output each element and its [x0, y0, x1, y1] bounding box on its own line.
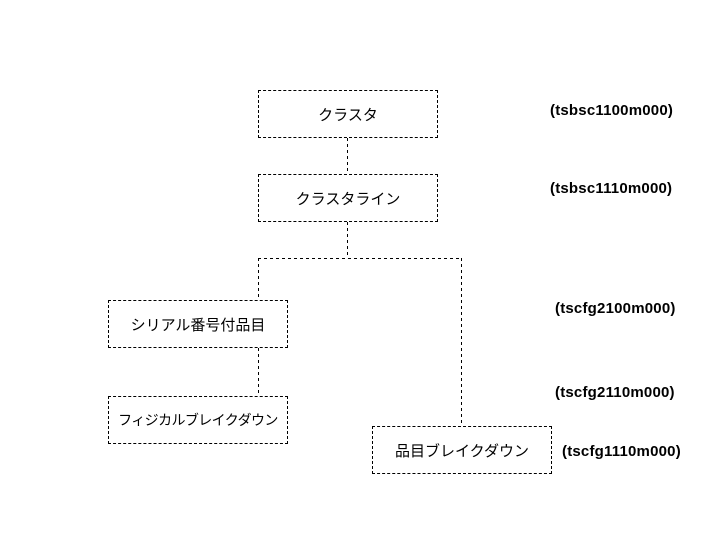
- code-cluster-line: (tsbsc1110m000): [550, 180, 673, 197]
- node-item-breakdown-label: 品目ブレイクダウン: [394, 441, 530, 460]
- node-serial-numbered-item-label: シリアル番号付品目: [130, 315, 266, 334]
- node-cluster-label: クラスタ: [318, 105, 378, 124]
- node-cluster-line: クラスタライン: [258, 174, 438, 222]
- node-cluster-line-label: クラスタライン: [295, 189, 401, 208]
- node-physical-breakdown: フィジカルブレイクダウン: [108, 396, 288, 444]
- code-serial-numbered-item: (tscfg2100m000): [555, 300, 676, 317]
- node-item-breakdown: 品目ブレイクダウン: [372, 426, 552, 474]
- code-cluster: (tsbsc1100m000): [550, 102, 674, 119]
- node-physical-breakdown-label: フィジカルブレイクダウン: [118, 413, 278, 429]
- code-item-breakdown: (tscfg1110m000): [562, 443, 681, 460]
- node-serial-numbered-item: シリアル番号付品目: [108, 300, 288, 348]
- code-physical-breakdown: (tscfg2110m000): [555, 384, 675, 401]
- node-cluster: クラスタ: [258, 90, 438, 138]
